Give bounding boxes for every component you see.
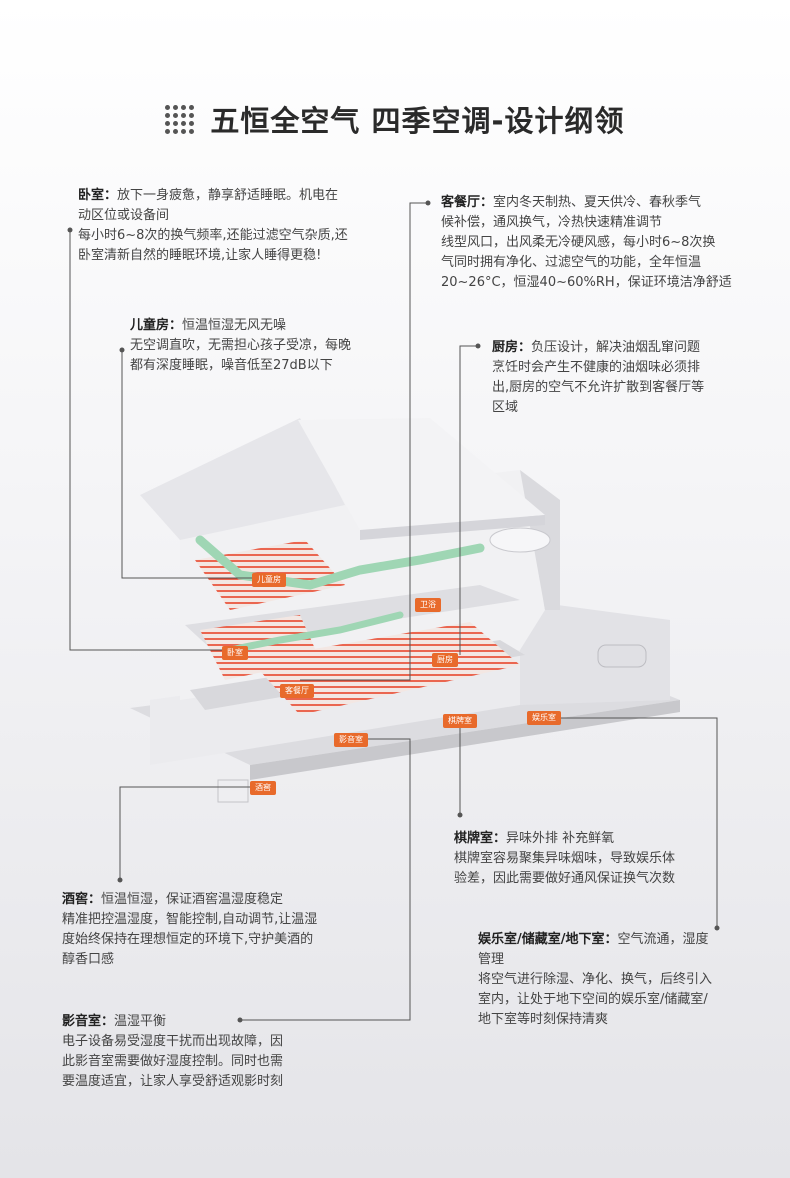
wine-line: 恒温恒湿，保证酒窖温湿度稳定 <box>101 892 284 907</box>
chess-line: 异味外排 补充鲜氧 <box>506 831 615 846</box>
kids-line: 都有深度睡眠，噪音低至27dB以下 <box>130 358 333 373</box>
car-icon <box>597 644 647 668</box>
tag-living: 客餐厅 <box>280 684 314 698</box>
chess-heading: 棋牌室： <box>454 831 507 846</box>
wine-cellar-description: 酒窖：恒温恒湿，保证酒窖温湿度稳定 精准把控温湿度，智能控制,自动调节,让温湿 … <box>62 890 317 970</box>
basement-heading: 娱乐室/储藏室/地下室： <box>478 932 618 947</box>
basement-line: 室内，让处于地下空间的娱乐室/储藏室/ <box>478 992 708 1007</box>
kitchen-line: 烹饪时会产生不健康的油烟味必须排 <box>492 360 701 375</box>
basement-line: 将空气进行除湿、净化、换气，后终引入 <box>478 972 713 987</box>
leader-dot <box>117 877 123 883</box>
leader-dot <box>475 343 481 349</box>
ground-slab-edge <box>250 700 680 780</box>
roof-center <box>298 418 545 530</box>
leader-dot <box>67 227 73 233</box>
basement-line: 地下室等时刻保持清爽 <box>478 1012 609 1027</box>
living-line: 室内冬天制热、夏天供冷、春秋季气 <box>493 195 702 210</box>
page-title: 五恒全空气 四季空调-设计纲领 <box>210 104 625 138</box>
leader-theater <box>240 738 411 1021</box>
air-duct-upper <box>195 535 485 590</box>
chess-line: 棋牌室容易聚集异味烟味，导致娱乐体 <box>454 851 676 866</box>
living-line: 线型风口，出风柔无冷硬风感，每小时6~8次换 <box>441 235 716 250</box>
bedroom-heading: 卧室： <box>78 188 118 203</box>
living-line: 候补偿，通风换气，冷热快速精准调节 <box>441 215 663 230</box>
garage-block <box>520 600 670 705</box>
kids-line: 恒温恒湿无风无噪 <box>182 318 287 333</box>
bedroom-line: 卧室清新自然的睡眠环境,让家人睡得更稳! <box>78 248 322 263</box>
leader-kids <box>121 350 252 579</box>
wine-heading: 酒窖： <box>62 892 102 907</box>
tag-kitchen: 厨房 <box>432 653 458 667</box>
air-duct-lower <box>226 611 404 654</box>
bedroom-line: 动区位或设备间 <box>78 208 170 223</box>
floor-heating-living <box>250 622 520 715</box>
tag-theater: 影音室 <box>334 733 368 747</box>
roof-center-edge <box>360 515 545 540</box>
living-room-description: 客餐厅：室内冬天制热、夏天供冷、春秋季气 候补偿，通风换气，冷热快速精准调节 线… <box>441 193 732 293</box>
kids-room-description: 儿童房：恒温恒湿无风无噪 无空调直吹，无需担心孩子受凉，每晚 都有深度睡眠，噪音… <box>130 316 351 376</box>
dot-grid-icon <box>165 104 195 134</box>
tag-chess: 棋牌室 <box>443 714 477 728</box>
tag-entertain: 娱乐室 <box>527 711 561 725</box>
leader-dot <box>457 812 463 818</box>
leader-dot <box>119 347 125 353</box>
leader-dot <box>714 925 720 931</box>
theater-line: 温湿平衡 <box>114 1014 167 1029</box>
terrace-umbrella-icon <box>489 527 551 553</box>
kitchen-line: 出,厨房的空气不允许扩散到客餐厅等 <box>492 380 705 395</box>
living-line: 气同时拥有净化、过滤空气的功能，全年恒温 <box>441 255 702 270</box>
leader-basement <box>535 717 718 928</box>
roof-left <box>140 418 345 540</box>
tag-wine: 酒窖 <box>250 781 276 795</box>
kitchen-line: 区域 <box>492 400 519 415</box>
bedroom-line: 每小时6~8次的换气频率,还能过滤空气杂质,还 <box>78 228 348 243</box>
basement-line: 管理 <box>478 952 505 967</box>
bedroom-description: 卧室：放下一身疲惫，静享舒适睡眠。机电在 动区位或设备间 每小时6~8次的换气频… <box>78 186 348 266</box>
tag-kids: 儿童房 <box>252 573 286 587</box>
leader-kitchen <box>459 345 478 655</box>
basement-line: 空气流通，湿度 <box>617 932 709 947</box>
kids-heading: 儿童房： <box>130 318 183 333</box>
theater-description: 影音室：温湿平衡 电子设备易受湿度干扰而出现故障，因 此影音室需要做好湿度控制。… <box>62 1012 283 1092</box>
wine-line: 精准把控温湿度，智能控制,自动调节,让温湿 <box>62 912 318 927</box>
kitchen-heading: 厨房： <box>492 340 532 355</box>
wine-line: 度始终保持在理想恒定的环境下,守护美酒的 <box>62 932 314 947</box>
kitchen-description: 厨房：负压设计，解决油烟乱窜问题 烹饪时会产生不健康的油烟味必须排 出,厨房的空… <box>492 338 704 418</box>
basement-description: 娱乐室/储藏室/地下室：空气流通，湿度 管理 将空气进行除湿、净化、换气，后终引… <box>478 930 712 1030</box>
leader-living-a <box>409 202 428 600</box>
theater-line: 此影音室需要做好湿度控制。同时也需 <box>62 1054 284 1069</box>
kitchen-line: 负压设计，解决油烟乱窜问题 <box>531 340 701 355</box>
leader-dot <box>425 200 431 206</box>
theater-line: 要温度适宜，让家人享受舒适观影时刻 <box>62 1074 284 1089</box>
wine-line: 醇香口感 <box>62 952 115 967</box>
chess-line: 验差，因此需要做好通风保证换气次数 <box>454 871 676 886</box>
leader-bedroom <box>69 230 225 651</box>
leader-dot <box>237 1017 243 1023</box>
chess-room-description: 棋牌室：异味外排 补充鲜氧 棋牌室容易聚集异味烟味，导致娱乐体 验差，因此需要做… <box>454 829 675 889</box>
bedroom-line: 放下一身疲惫，静享舒适睡眠。机电在 <box>117 188 339 203</box>
leader-wine <box>119 786 252 880</box>
theater-line: 电子设备易受湿度干扰而出现故障，因 <box>62 1034 284 1049</box>
kids-line: 无空调直吹，无需担心孩子受凉，每晚 <box>130 338 352 353</box>
leader-living-b <box>300 600 411 681</box>
wine-cellar-unit <box>217 779 249 803</box>
living-line: 20~26°C，恒湿40~60%RH，保证环境洁净舒适 <box>441 275 732 290</box>
theater-heading: 影音室： <box>62 1014 115 1029</box>
title-row: 五恒全空气 四季空调-设计纲领 <box>0 98 790 140</box>
tag-bath: 卫浴 <box>415 598 441 612</box>
living-heading: 客餐厅： <box>441 195 494 210</box>
tag-bedroom: 卧室 <box>222 646 248 660</box>
